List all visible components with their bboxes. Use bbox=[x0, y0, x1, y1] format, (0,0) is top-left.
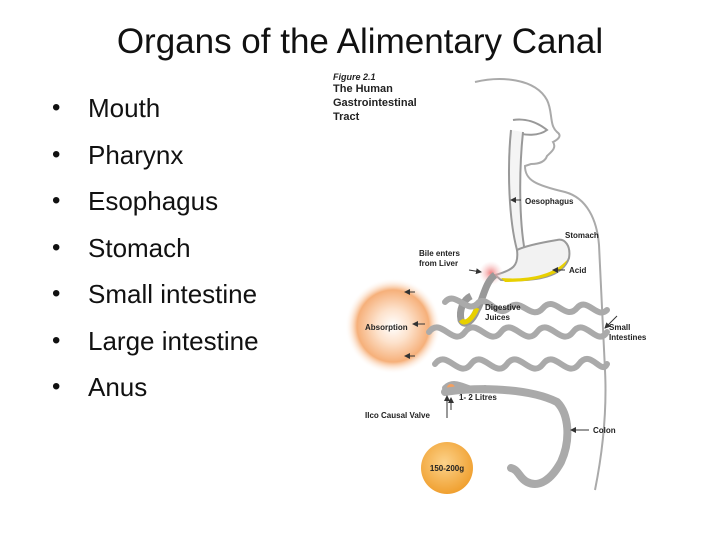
list-item: • Large intestine bbox=[52, 321, 259, 368]
figure-title-line: Gastrointestinal bbox=[333, 97, 417, 109]
bullet-icon: • bbox=[52, 280, 61, 307]
small-intestine-arrow bbox=[604, 315, 618, 329]
list-item: • Anus bbox=[52, 367, 259, 414]
label-acid: Acid bbox=[569, 266, 586, 275]
label-bile: Bile enters bbox=[419, 249, 460, 258]
figure-title-line: The Human bbox=[333, 83, 393, 95]
list-item-label: Anus bbox=[88, 372, 148, 402]
list-item: • Mouth bbox=[52, 88, 259, 135]
figure-caption: Figure 2.1 bbox=[333, 72, 376, 82]
slide-title: Organs of the Alimentary Canal bbox=[116, 22, 604, 61]
label-oesophagus: Oesophagus bbox=[525, 197, 574, 206]
oesophagus-tube bbox=[508, 129, 527, 254]
bullet-icon: • bbox=[52, 94, 61, 121]
stomach-shape bbox=[492, 238, 571, 282]
label-litres: 1- 2 Litres bbox=[459, 393, 497, 402]
label-digestive-juices: Digestive bbox=[485, 303, 521, 312]
list-item: • Stomach bbox=[52, 228, 259, 275]
label-valve: Ilco Causal Valve bbox=[365, 411, 430, 420]
list-item: • Small intestine bbox=[52, 274, 259, 321]
gi-tract-figure: Figure 2.1 The Human Gastrointestinal Tr… bbox=[325, 70, 710, 500]
bullet-icon: • bbox=[52, 233, 61, 261]
list-item-label: Pharynx bbox=[88, 139, 184, 170]
bullet-icon: • bbox=[52, 326, 61, 354]
bullet-icon: • bbox=[52, 140, 61, 168]
label-small-intestines: Intestines bbox=[609, 333, 647, 342]
list-item-label: Esophagus bbox=[88, 186, 219, 216]
figure-title-line: Tract bbox=[333, 111, 360, 123]
list-item-label: Large intestine bbox=[88, 325, 259, 356]
label-digestive-juices: Juices bbox=[485, 313, 510, 322]
list-item-label: Mouth bbox=[88, 93, 161, 123]
label-bile: from Liver bbox=[419, 259, 458, 268]
absorption-glow bbox=[345, 278, 441, 374]
label-small-intestines: Small bbox=[609, 323, 630, 332]
list-item-label: Stomach bbox=[88, 232, 191, 263]
digestive-juices bbox=[458, 306, 480, 325]
bullet-icon: • bbox=[52, 187, 61, 214]
label-absorption: Absorption bbox=[365, 323, 408, 332]
colon bbox=[441, 385, 572, 488]
label-weight: 150-200g bbox=[430, 464, 464, 473]
colon-weight-circle bbox=[421, 442, 473, 494]
small-intestine bbox=[426, 295, 610, 393]
label-stomach: Stomach bbox=[565, 231, 599, 240]
bile-glow bbox=[479, 261, 503, 285]
organ-list: • Mouth • Pharynx • Esophagus • Stomach • Sma… bbox=[52, 88, 259, 414]
bile-arrow bbox=[468, 268, 482, 275]
mouth-outline bbox=[512, 118, 549, 136]
list-item: • Esophagus bbox=[52, 181, 259, 228]
list-item-label: Small intestine bbox=[88, 279, 258, 309]
bullet-icon: • bbox=[52, 373, 61, 400]
label-colon: Colon bbox=[593, 426, 616, 435]
gi-tract-diagram: Figure 2.1 The Human Gastrointestinal Tr… bbox=[333, 72, 647, 494]
body-outline bbox=[474, 78, 607, 491]
list-item: • Pharynx bbox=[52, 135, 259, 182]
